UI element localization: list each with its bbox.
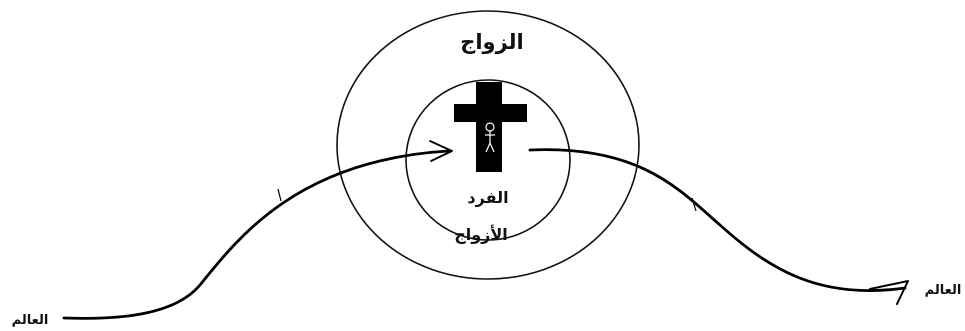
label-world-right: العالم [925,283,962,298]
cross-icon [454,82,527,172]
label-spouses: الأزواج [454,225,508,244]
world-path-left [64,151,448,318]
label-individual: الفرد [467,188,508,207]
label-world-left: العالم [12,313,49,328]
label-marriage: الزواج [460,30,524,55]
world-path-right [530,150,905,291]
path-tick-left [278,189,281,201]
arrowhead-icon [870,281,908,304]
